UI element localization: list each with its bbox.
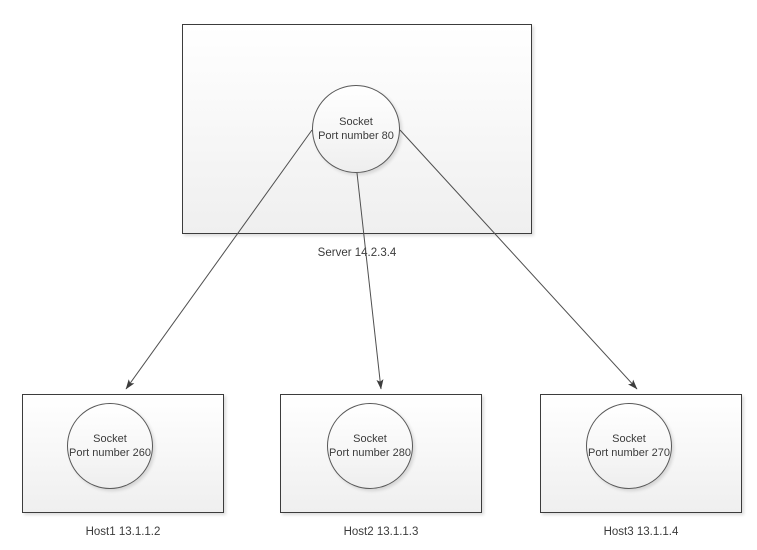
host3-socket-circle: Socket Port number 270 [586,403,672,489]
host2-label: Host2 13.1.1.3 [343,526,419,538]
host3-socket-title: Socket [612,433,646,445]
server-socket-port: Port number 80 [318,130,394,142]
host3-label: Host3 13.1.1.4 [603,526,679,538]
server-socket-title: Socket [339,116,373,128]
host2-socket-title: Socket [353,433,387,445]
host2-socket-text: Socket Port number 280 [329,432,411,460]
host3-socket-port: Port number 270 [588,447,670,459]
host1-socket-circle: Socket Port number 260 [67,403,153,489]
host2-socket-circle: Socket Port number 280 [327,403,413,489]
server-socket-text: Socket Port number 80 [318,115,394,143]
host1-label: Host1 13.1.1.2 [85,526,161,538]
server-label: Server 14.2.3.4 [317,247,397,259]
host1-socket-port: Port number 260 [69,447,151,459]
server-socket-circle: Socket Port number 80 [312,85,400,173]
host1-socket-title: Socket [93,433,127,445]
host3-socket-text: Socket Port number 270 [588,432,670,460]
host2-socket-port: Port number 280 [329,447,411,459]
host1-socket-text: Socket Port number 260 [69,432,151,460]
